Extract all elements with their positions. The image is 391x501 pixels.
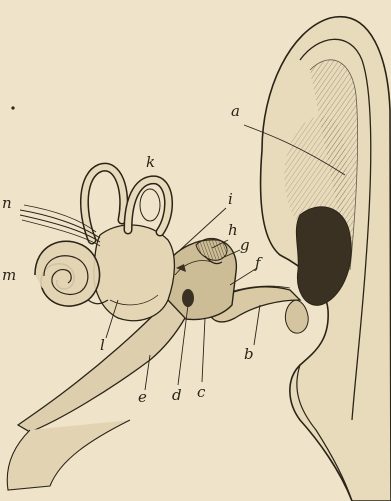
label-c: c bbox=[197, 385, 205, 400]
label-b: b bbox=[244, 347, 254, 362]
label-m: m bbox=[2, 268, 16, 283]
label-a: a bbox=[231, 104, 240, 119]
vestibule bbox=[94, 225, 175, 321]
label-l: l bbox=[100, 338, 105, 353]
label-e: e bbox=[138, 390, 147, 405]
label-n: n bbox=[2, 196, 12, 211]
label-d: d bbox=[172, 388, 182, 403]
label-k: k bbox=[146, 155, 155, 170]
label-i: i bbox=[228, 192, 233, 207]
label-h: h bbox=[228, 223, 238, 238]
dot-mark bbox=[11, 106, 14, 109]
label-f: f bbox=[255, 256, 261, 271]
label-g: g bbox=[240, 238, 250, 253]
